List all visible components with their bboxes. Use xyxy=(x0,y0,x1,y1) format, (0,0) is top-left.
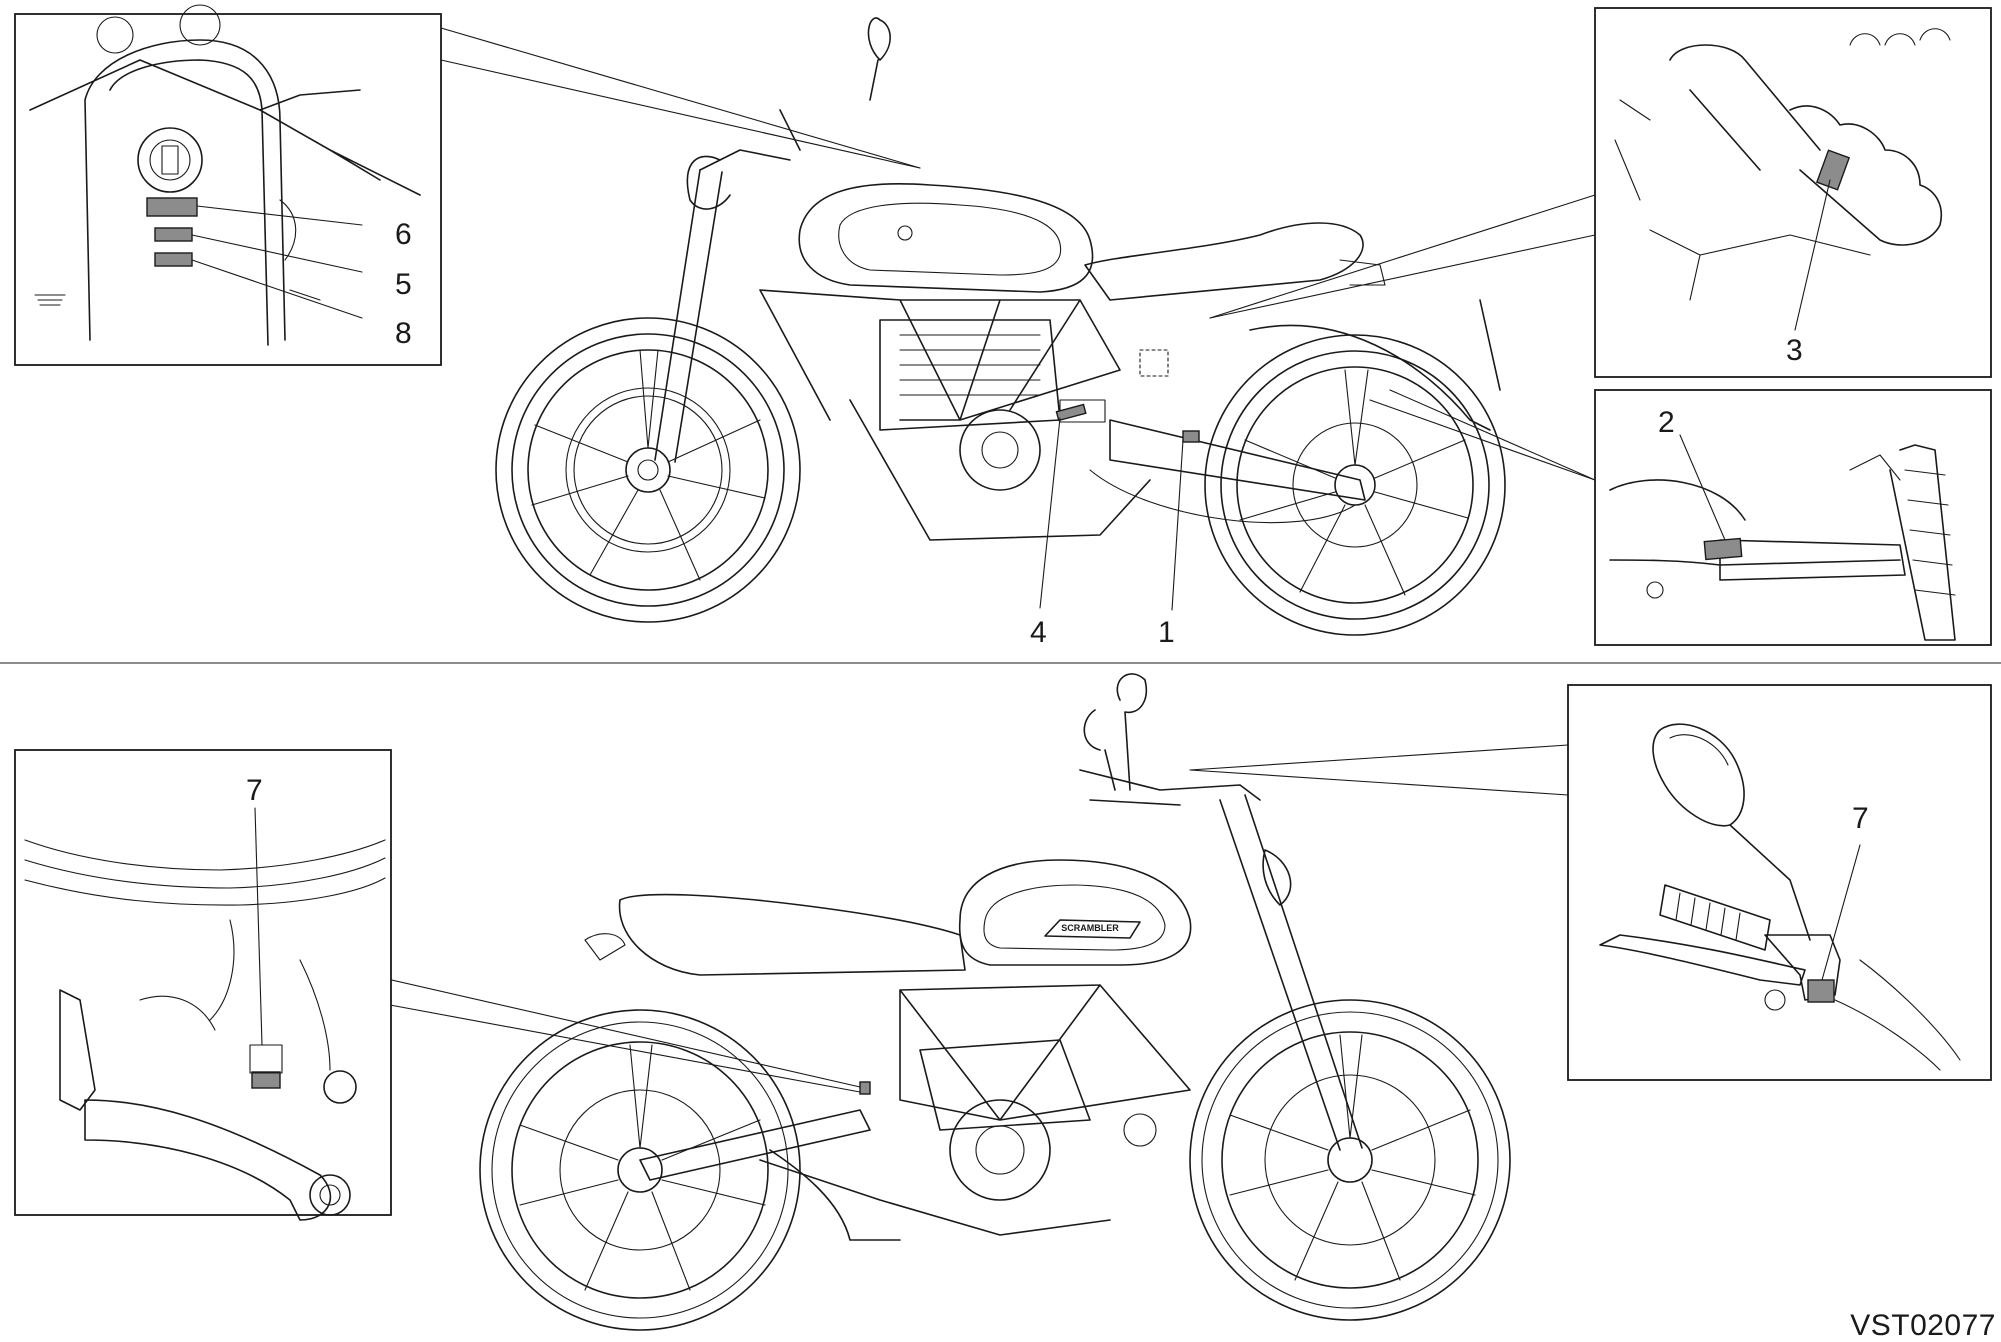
inset-footpeg-bracket: 7 xyxy=(14,749,392,1221)
callout-3: 3 xyxy=(1786,334,1803,367)
upper-rear-wheel xyxy=(1204,334,1506,636)
callout-7-handlebar: 7 xyxy=(1852,802,1869,835)
lower-front-wheel xyxy=(1189,999,1511,1321)
inset-swingarm: 2 xyxy=(1369,389,1992,646)
tank-brand-decal: SCRAMBLER xyxy=(1061,923,1119,933)
bracket-label-7 xyxy=(251,1071,281,1089)
tank-label-8 xyxy=(154,252,193,267)
upper-label-4-marker xyxy=(1055,403,1087,422)
callout-5: 5 xyxy=(395,268,412,301)
lower-motorcycle: SCRAMBLER xyxy=(479,673,1511,1331)
shock-label-3 xyxy=(1815,149,1851,191)
tank-label-6 xyxy=(146,197,198,217)
lower-label-7-frame-marker xyxy=(859,1081,871,1095)
callout-7-footpeg: 7 xyxy=(246,774,263,807)
upper-label-1-marker xyxy=(1182,430,1200,443)
upper-label-3-marker xyxy=(1139,349,1169,377)
reservoir-label-7 xyxy=(1807,979,1835,1003)
upper-front-wheel xyxy=(495,317,801,623)
callout-8: 8 xyxy=(395,317,412,350)
lower-rear-wheel xyxy=(479,1009,801,1331)
drawing-code: VST02077 xyxy=(1850,1309,1996,1342)
tank-label-5 xyxy=(154,227,193,242)
callout-4: 4 xyxy=(1030,616,1047,649)
upper-motorcycle xyxy=(495,17,1506,636)
inset-fuel-tank: 6 5 8 xyxy=(14,4,921,366)
callout-6: 6 xyxy=(395,218,412,251)
swingarm-label-2 xyxy=(1703,537,1743,561)
inset-handlebar-reservoir: 7 xyxy=(1567,684,1992,1081)
callout-1: 1 xyxy=(1158,616,1175,649)
inset-rear-shock: 3 xyxy=(1209,7,1992,378)
callout-2: 2 xyxy=(1658,406,1675,439)
